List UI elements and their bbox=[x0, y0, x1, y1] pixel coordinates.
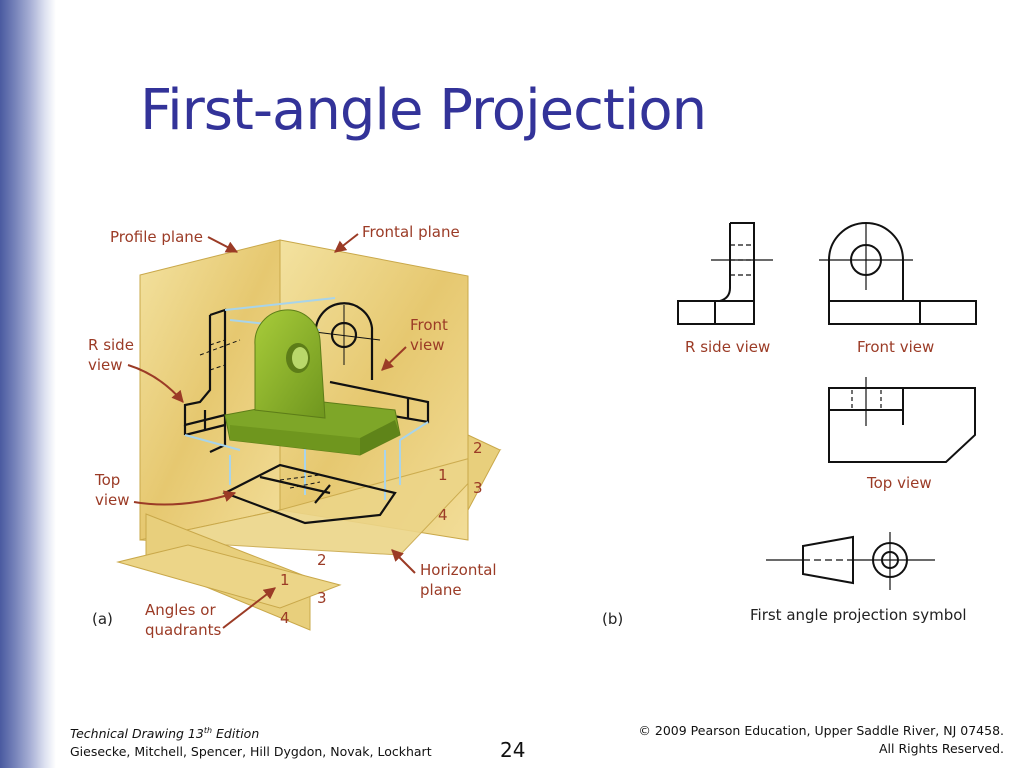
label-b-r-side-view: R side view bbox=[685, 338, 770, 356]
quadrant-3-label: 3 bbox=[473, 479, 483, 497]
label-front-view-2: view bbox=[410, 336, 445, 354]
quadrant-4-label: 4 bbox=[438, 506, 448, 524]
figure-b-orthographic-views: R side view Front view bbox=[602, 222, 977, 628]
top-view-projection bbox=[222, 463, 397, 525]
slide-title: First-angle Projection bbox=[140, 78, 707, 143]
top-view-drawing bbox=[828, 387, 976, 463]
footer-book-info: Technical Drawing 13th Edition Giesecke,… bbox=[70, 722, 432, 761]
copyright-line-2: All Rights Reserved. bbox=[878, 741, 1004, 756]
footer-book-title: Technical Drawing 13th Edition bbox=[70, 726, 260, 742]
label-frontal-plane: Frontal plane bbox=[362, 223, 460, 241]
small-quadrant-3-label: 3 bbox=[317, 589, 327, 607]
label-first-angle-symbol: First angle projection symbol bbox=[750, 606, 967, 624]
footer-authors: Giesecke, Mitchell, Spencer, Hill Dygdon… bbox=[70, 744, 432, 760]
panel-label-a: (a) bbox=[92, 610, 113, 628]
figure-a-illustration: 2 1 3 4 2 1 3 4 Profile plane Frontal pl… bbox=[88, 223, 502, 639]
quadrant-1-label: 1 bbox=[438, 466, 448, 484]
label-r-side-view-2: view bbox=[88, 356, 123, 374]
r-side-view-projection bbox=[183, 308, 227, 453]
label-angles-2: quadrants bbox=[145, 621, 221, 639]
projection-figure: 2 1 3 4 2 1 3 4 Profile plane Frontal pl… bbox=[80, 210, 1020, 650]
decorative-side-gradient bbox=[0, 0, 56, 768]
label-top-view-1: Top bbox=[94, 471, 120, 489]
label-b-top-view: Top view bbox=[866, 474, 932, 492]
label-top-view-2: view bbox=[95, 491, 130, 509]
small-quadrant-2-label: 2 bbox=[317, 551, 327, 569]
small-quadrants-diagram bbox=[116, 513, 342, 631]
panel-label-b: (b) bbox=[602, 610, 623, 628]
label-horizontal-plane-1: Horizontal bbox=[420, 561, 497, 579]
page-number: 24 bbox=[500, 738, 526, 762]
label-b-front-view: Front view bbox=[857, 338, 934, 356]
label-front-view-1: Front bbox=[410, 316, 448, 334]
front-view-drawing bbox=[828, 222, 977, 325]
label-angles-1: Angles or bbox=[145, 601, 216, 619]
label-profile-plane: Profile plane bbox=[110, 228, 203, 246]
3d-object bbox=[224, 309, 401, 456]
quadrant-2-label: 2 bbox=[473, 439, 483, 457]
r-side-view-drawing bbox=[677, 222, 755, 325]
copyright-line-1: © 2009 Pearson Education, Upper Saddle R… bbox=[638, 723, 1004, 738]
label-horizontal-plane-2: plane bbox=[420, 581, 462, 599]
label-r-side-view-1: R side bbox=[88, 336, 134, 354]
small-quadrant-1-label: 1 bbox=[280, 571, 290, 589]
small-quadrant-4-label: 4 bbox=[280, 609, 290, 627]
footer-copyright: © 2009 Pearson Education, Upper Saddle R… bbox=[638, 722, 1004, 758]
